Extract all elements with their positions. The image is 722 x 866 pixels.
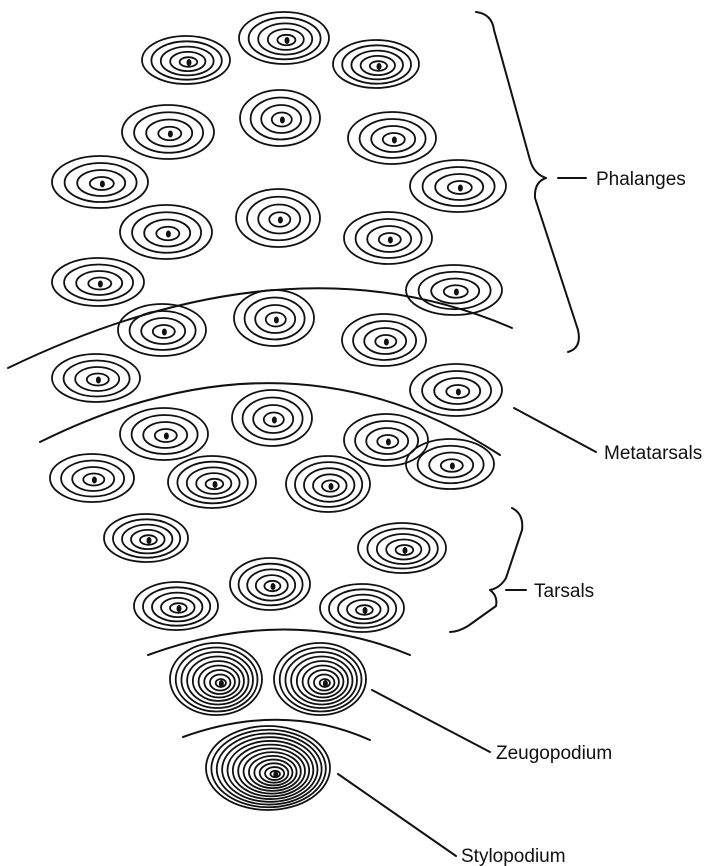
phalanges-element (234, 290, 314, 346)
phalanges-center-dot (285, 37, 290, 44)
zeugopodium-contour-ring (297, 661, 348, 701)
tarsals-contour-ring (320, 584, 404, 632)
metatarsals-label: Metatarsals (604, 443, 702, 464)
tarsals-label: Tarsals (534, 581, 594, 602)
phalanges-element (142, 36, 230, 84)
zeugopodium-element (170, 643, 262, 715)
phalanges-element (240, 90, 320, 146)
phalanges-element (120, 205, 212, 259)
phalanges-element (410, 160, 506, 212)
phalanges-element (52, 156, 148, 208)
phalanges-center-dot (168, 131, 173, 138)
phalanges-center-dot (392, 137, 397, 144)
metatarsals-element (232, 390, 312, 446)
metatarsals-boundary-arc (40, 383, 500, 455)
tarsals-brace (450, 508, 522, 632)
phalanges-center-dot (98, 281, 103, 288)
phalanges-contour-ring (236, 189, 320, 247)
tarsals-element (134, 582, 218, 630)
phalanges-element (122, 105, 214, 159)
phalanges-center-dot (274, 317, 279, 324)
stylopodium-center-dot (273, 771, 278, 778)
metatarsals-center-dot (164, 433, 169, 440)
metatarsals-element (410, 364, 502, 416)
tarsals-element (230, 558, 310, 610)
phalanges-element (239, 12, 329, 64)
tarsals-element (168, 456, 256, 508)
phalanges-center-dot (100, 181, 105, 188)
phalanges-center-dot (162, 329, 167, 336)
tarsals-center-dot (450, 463, 455, 470)
phalanges-center-dot (388, 237, 393, 244)
stylopodium-element (206, 726, 330, 810)
zeugopodium-label: Zeugopodium (496, 743, 612, 764)
tarsals-element (344, 414, 428, 466)
tarsals-center-dot (213, 481, 218, 488)
tarsals-center-dot (386, 439, 391, 446)
zeugopodium-center-dot (219, 680, 224, 687)
phalanges-element (344, 212, 432, 264)
zeugopodium-contour-ring (193, 661, 244, 701)
metatarsals-leader-line (514, 408, 596, 452)
zeugopodium-center-dot (323, 680, 328, 687)
phalanges-contour-ring (142, 36, 230, 84)
tarsals-center-dot (271, 583, 276, 590)
phalanges-contour-ring (333, 40, 419, 88)
condensation-contours (50, 12, 506, 810)
stylopodium-leader-line (338, 774, 456, 856)
phalanges-center-dot (454, 289, 459, 296)
metatarsals-center-dot (96, 377, 101, 384)
phalanges-contour-ring (239, 12, 329, 64)
tarsals-contour-ring (134, 582, 218, 630)
tarsals-center-dot (363, 607, 368, 614)
tarsals-element (406, 439, 494, 489)
phalanges-element (52, 258, 144, 306)
tarsals-element (286, 456, 370, 512)
phalanges-center-dot (458, 185, 463, 192)
tarsals-element (358, 523, 446, 573)
phalanges-center-dot (377, 63, 382, 70)
tarsals-center-dot (147, 537, 152, 544)
tarsals-contour-ring (104, 514, 188, 562)
phalanges-brace (476, 12, 579, 352)
phalanges-center-dot (187, 59, 192, 66)
tarsals-contour-ring (286, 456, 370, 512)
metatarsals-center-dot (384, 339, 389, 346)
metatarsals-element (342, 314, 426, 366)
zeugopodium-leader-line (372, 690, 490, 752)
tarsals-contour-ring (168, 456, 256, 508)
phalanges-center-dot (166, 231, 171, 238)
phalanges-element (236, 189, 320, 247)
phalanges-element (348, 112, 436, 164)
tarsals-center-dot (92, 477, 97, 484)
tarsals-center-dot (177, 605, 182, 612)
phalanges-label: Phalanges (596, 169, 686, 190)
tarsals-element (104, 514, 188, 562)
phalanges-center-dot (278, 217, 283, 224)
metatarsals-element (52, 354, 140, 402)
stylopodium-contour-ring (222, 737, 317, 802)
zeugopodium-element (274, 643, 366, 715)
phalanges-center-dot (280, 117, 285, 124)
phalanges-element (333, 40, 419, 88)
tarsals-contour-ring (358, 523, 446, 573)
metatarsals-center-dot (456, 389, 461, 396)
tarsals-center-dot (329, 483, 334, 490)
phalanges-element (118, 304, 206, 356)
tarsals-element (50, 454, 134, 502)
tarsals-center-dot (403, 547, 408, 554)
tarsals-element (320, 584, 404, 632)
metatarsals-element (120, 408, 208, 460)
stylopodium-label: Stylopodium (461, 846, 566, 866)
metatarsals-center-dot (272, 417, 277, 424)
tarsals-contour-ring (230, 558, 310, 610)
